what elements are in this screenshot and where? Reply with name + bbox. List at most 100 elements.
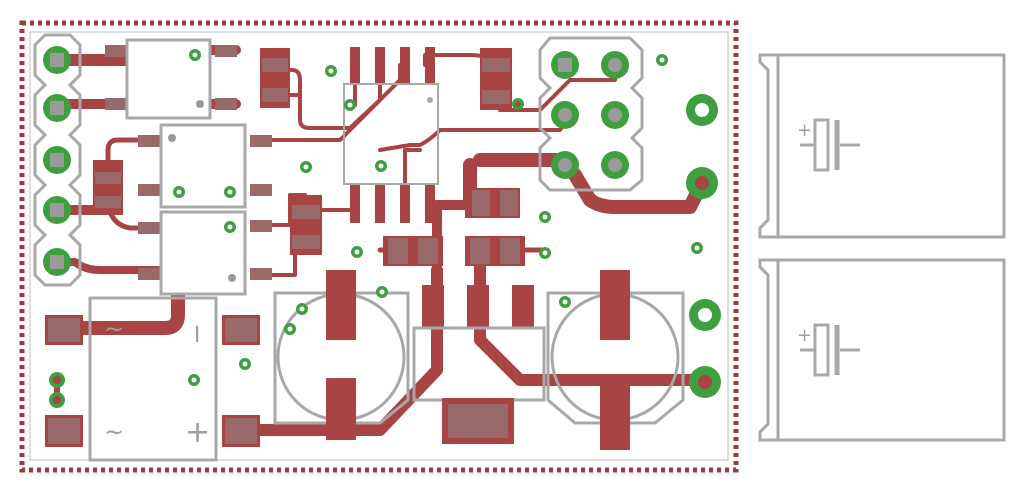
smd-pad-inner — [225, 418, 257, 444]
resistor-r2[interactable] — [260, 48, 290, 108]
smd-pad — [250, 135, 272, 147]
smd-pad — [326, 270, 356, 340]
via — [656, 54, 668, 66]
via — [375, 160, 387, 172]
voltage-regulator[interactable] — [412, 285, 546, 444]
pin1-marker — [228, 274, 236, 282]
smd-pad — [375, 47, 385, 83]
smd-pad — [138, 222, 160, 234]
tht-pad-right-2[interactable] — [686, 167, 718, 199]
smd-pad-inner — [225, 318, 257, 342]
smd-pad — [215, 45, 237, 57]
cap-c2[interactable] — [465, 236, 525, 266]
electrolytic-cap-left[interactable] — [273, 270, 410, 440]
through-hole-pad — [43, 248, 71, 276]
via — [188, 374, 200, 386]
pin1-marker — [196, 100, 204, 108]
ic-body — [343, 83, 439, 185]
trace — [273, 63, 382, 130]
via — [173, 186, 185, 198]
ic3-package[interactable] — [138, 210, 272, 296]
resistor-r3[interactable] — [290, 195, 322, 255]
pin1-marker — [427, 97, 433, 103]
smd-pad — [350, 185, 360, 223]
smd-pad — [400, 185, 410, 223]
tht-pad-right-3[interactable] — [689, 299, 721, 331]
bridge-ac-bottom-label: ~ — [104, 418, 124, 446]
smd-pad — [600, 378, 630, 450]
external-capacitor-top[interactable]: + — [758, 53, 1006, 239]
through-hole-pad — [601, 51, 629, 79]
soic-ic[interactable] — [343, 47, 439, 223]
bridge-body — [88, 296, 218, 462]
smd-pad — [375, 185, 385, 223]
smd-pad — [250, 220, 272, 232]
pin1-marker — [168, 134, 176, 142]
smd-pad — [250, 184, 272, 196]
cap-bottom-plus-label: + — [797, 325, 812, 346]
cap-plate — [813, 118, 830, 172]
ic1-package[interactable] — [105, 38, 237, 120]
tht-jumper[interactable] — [49, 372, 65, 408]
bridge-plus-label: + — [185, 415, 210, 450]
smd-pad — [467, 285, 489, 329]
cap-body — [758, 53, 1006, 239]
via — [559, 296, 571, 308]
through-hole-pad — [601, 151, 629, 179]
via — [224, 186, 236, 198]
trace — [403, 148, 422, 192]
smd-pad-inner — [48, 318, 80, 342]
resistor-r4[interactable] — [480, 48, 512, 110]
via — [325, 65, 337, 77]
through-hole-pad — [551, 51, 579, 79]
smd-pad — [512, 285, 534, 329]
via — [239, 358, 251, 370]
ic2-package[interactable] — [138, 123, 272, 209]
trace — [54, 258, 174, 274]
via — [691, 242, 703, 254]
cap-plate — [813, 323, 830, 377]
regulator-tab-inner — [448, 404, 508, 438]
via — [344, 99, 356, 111]
connector-outline — [33, 33, 82, 287]
through-hole-pad — [43, 94, 71, 122]
diode-d1[interactable] — [465, 188, 520, 218]
through-hole-pad — [551, 101, 579, 129]
smd-pad — [215, 98, 237, 110]
smd-pad — [138, 184, 160, 196]
trace — [378, 128, 532, 152]
external-capacitor-bottom[interactable]: + — [758, 258, 1006, 442]
smd-pad — [105, 98, 127, 110]
header-connector-right[interactable] — [538, 36, 644, 192]
smd-pad — [425, 185, 435, 223]
smd-pad-inner — [48, 418, 80, 444]
smd-pad — [138, 268, 160, 280]
via — [376, 286, 388, 298]
through-hole-pad — [601, 101, 629, 129]
board-inner-edge — [29, 31, 729, 461]
through-hole-pad — [43, 146, 71, 174]
electrolytic-cap-right[interactable] — [546, 270, 685, 450]
smd-pad — [138, 135, 160, 147]
cap-c1[interactable] — [383, 236, 443, 266]
via — [300, 161, 312, 173]
via — [512, 98, 524, 110]
through-hole-pad — [551, 151, 579, 179]
bridge-rectifier[interactable]: ~ ~ − + — [45, 296, 260, 462]
header-connector-left[interactable] — [33, 33, 82, 287]
resistor-r1[interactable] — [93, 160, 123, 215]
via — [296, 303, 308, 315]
smd-pad — [400, 47, 410, 83]
tht-pad-right-4[interactable] — [689, 366, 721, 398]
smd-pad — [326, 378, 356, 440]
via — [539, 247, 551, 259]
connector-outline — [538, 36, 644, 192]
board-outline — [19, 20, 739, 473]
cap-outline — [546, 291, 685, 425]
tht-pad-right-1[interactable] — [686, 94, 718, 126]
via — [351, 246, 363, 258]
through-hole-pad — [43, 196, 71, 224]
smd-pad — [250, 268, 272, 280]
trace — [105, 137, 173, 175]
